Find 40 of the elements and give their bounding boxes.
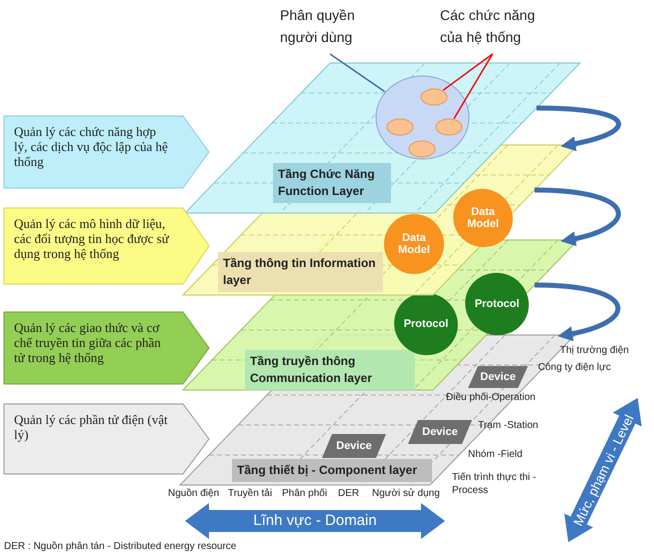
axis-label: Điều phối-Operation xyxy=(446,392,536,403)
double-arrow: Lĩnh vực - Domain xyxy=(185,503,445,539)
oval-shape: Data Model xyxy=(452,188,514,248)
axis-label: Nhóm -Field xyxy=(468,449,522,460)
oval-shape: Protocol xyxy=(393,292,459,356)
device-block: Device xyxy=(408,420,472,444)
axis-label: Công ty điện lực xyxy=(538,362,611,373)
oval-shape: Data Model xyxy=(383,213,445,275)
text-banner: Quản lý các phần tử điện (vật lý) xyxy=(4,404,209,474)
ellipse-shape xyxy=(420,88,448,106)
layer-label: Tầng thiết bị - Component layer xyxy=(232,459,432,482)
text-banner: Quản lý các chức năng hợp lý, các dịch vụ độc lập của hệ thống xyxy=(4,116,209,188)
device-block: Device xyxy=(468,366,528,388)
footnote: DER : Nguồn phân tán - Distributed energy resource xyxy=(4,541,236,552)
leader-line xyxy=(330,53,386,92)
device-block: Device xyxy=(322,434,386,458)
layer-label: Tầng Chức Năng Function Layer xyxy=(273,163,391,203)
ellipse-shape xyxy=(386,118,414,136)
annotation-text: Phân quyền người dùng xyxy=(280,4,380,50)
axis-label: Tiến trình thực thi - Process xyxy=(452,471,537,497)
leader-line xyxy=(453,54,494,119)
axis-label: Phân phối xyxy=(282,488,328,499)
oval-shape: Protocol xyxy=(464,272,530,336)
curved-arrow xyxy=(534,282,620,341)
annotation-text: Các chức năng của hệ thống xyxy=(440,4,545,50)
text-banner: Quản lý các mô hình dữ liệu, các đối tượng tin học được sử dụng trong hệ thống xyxy=(4,208,209,284)
ellipse-shape xyxy=(375,75,470,160)
curved-arrow xyxy=(534,188,621,246)
axis-label: Truyền tải xyxy=(228,488,272,499)
axis-label: Thị trường điện xyxy=(560,345,629,356)
axis-label: Nguồn điện xyxy=(168,488,220,499)
layer-label: Tầng truyền thông Communication layer xyxy=(245,350,415,390)
leader-line xyxy=(442,53,493,91)
layer-label: Tầng thông tin Information layer xyxy=(218,252,383,292)
text-banner: Quản lý các giao thức và cơ chế truyền tin giữa các phần tử trong hệ thống xyxy=(4,312,209,384)
ellipse-shape xyxy=(435,118,463,136)
curved-arrow xyxy=(536,106,621,151)
axis-label: Trạm -Station xyxy=(478,420,538,431)
ellipse-shape xyxy=(408,140,436,158)
axis-label: DER xyxy=(338,488,360,499)
